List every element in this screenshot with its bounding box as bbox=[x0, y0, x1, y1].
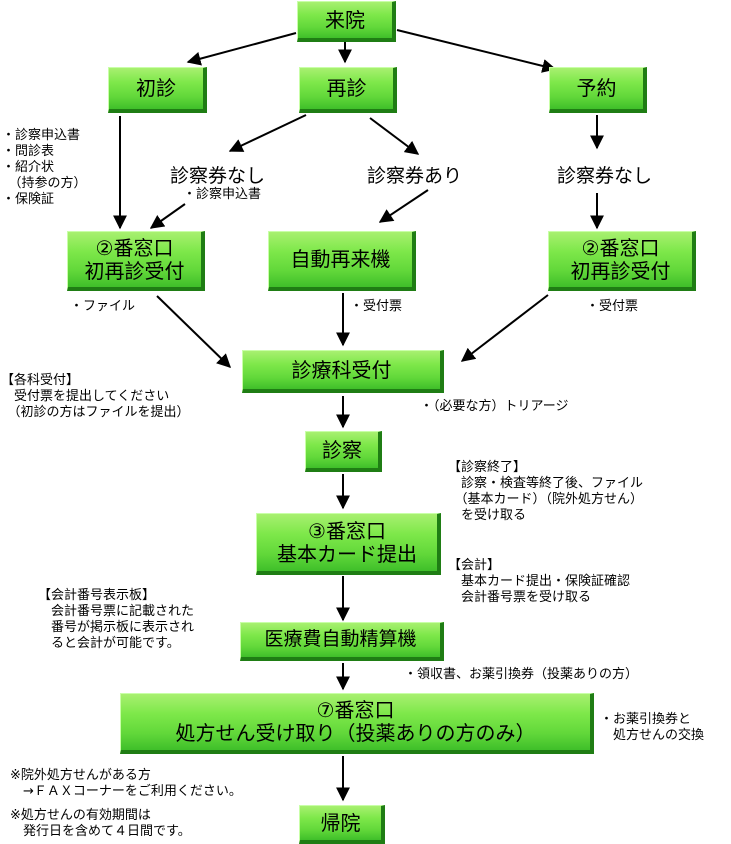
note-ingai-fax: ※院外処方せんがある方 →ＦＡＸコーナーをご利用ください。 bbox=[10, 768, 242, 800]
note-kakuka-uketsuke: 【各科受付】 受付票を提出してください （初診の方はファイルを提出） bbox=[1, 373, 190, 421]
arrow-kennashi-madoguchi2 bbox=[149, 203, 186, 229]
note-line: （初診の方はファイルを提出） bbox=[1, 405, 190, 420]
node-jidou-sairaiki: 自動再来機 bbox=[268, 231, 416, 291]
note-line: ・紹介状 bbox=[2, 160, 55, 175]
arrow-kenari-jidou bbox=[378, 189, 429, 223]
note-file: ・ファイル bbox=[70, 299, 136, 314]
note-ken-nashi-doc: ・診察申込書 bbox=[183, 187, 262, 202]
note-line: ・診察申込書 bbox=[2, 128, 81, 143]
label-ken-nashi-2: 診察券なし bbox=[557, 165, 653, 187]
node-shinryouka-uketsuke-label: 診療科受付 bbox=[291, 357, 392, 382]
note-line: （持参の方） bbox=[2, 176, 87, 191]
node-madoguchi2-right-line1: ②番窓口 bbox=[581, 235, 660, 260]
note-ryoushusho: ・領収書、お薬引換券（投薬ありの方） bbox=[404, 667, 639, 682]
node-madoguchi2-left-line1: ②番窓口 bbox=[95, 235, 174, 260]
node-saishin-label: 再診 bbox=[326, 76, 367, 100]
node-kiin: 帰院 bbox=[299, 805, 385, 844]
note-line: （基本カード）（院外処方せん） bbox=[448, 492, 644, 507]
note-line: 発行日を含めて４日間です。 bbox=[10, 824, 191, 839]
note-line: 診察・検査等終了後、ファイル bbox=[448, 476, 644, 491]
note-shinsatsu-shuuryou: 【診察終了】 診察・検査等終了後、ファイル （基本カード）（院外処方せん） を受… bbox=[448, 460, 643, 524]
note-yuukou-kikan: ※処方せんの有効期間は 発行日を含めて４日間です。 bbox=[10, 808, 191, 840]
note-uketsuke-hyo-1: ・受付票 bbox=[350, 299, 403, 314]
note-uketsuke-hyo-2: ・受付票 bbox=[586, 299, 639, 314]
node-kiin-label: 帰院 bbox=[320, 810, 361, 835]
note-triage: ・（必要な方）トリアージ bbox=[420, 399, 569, 414]
label-ken-nashi-1: 診察券なし bbox=[170, 165, 266, 187]
note-okusuri: ・お薬引換券と 処方せんの交換 bbox=[600, 712, 704, 744]
node-iryouhi-seisanki-label: 医療費自動精算機 bbox=[264, 628, 417, 651]
node-madoguchi3-line1: ③番窓口 bbox=[308, 518, 386, 543]
node-iryouhi-seisanki: 医療費自動精算機 bbox=[240, 622, 444, 661]
arrow-saishin-kennashi bbox=[228, 114, 307, 152]
note-line: ・問診表 bbox=[2, 144, 55, 159]
node-madoguchi3: ③番窓口 基本カード提出 bbox=[256, 513, 441, 575]
note-line: 【会計番号表示板】 bbox=[38, 588, 156, 603]
note-line: 基本カード提出・保険証確認 bbox=[448, 574, 631, 589]
note-line: ・お薬引換券と bbox=[600, 712, 692, 727]
note-line: 処方せんの交換 bbox=[600, 728, 705, 743]
node-shoshin: 初診 bbox=[108, 67, 207, 113]
node-shoshin-label: 初診 bbox=[136, 76, 176, 100]
note-kaikei-bangou: 【会計番号表示板】 会計番号票に記載された 番号が掲示板に表示され ると会計が可… bbox=[38, 588, 194, 652]
node-madoguchi2-right-line2: 初再診受付 bbox=[570, 258, 671, 283]
arrow-madoguchi2right-shinryouka bbox=[460, 294, 549, 362]
note-line: ※院外処方せんがある方 bbox=[10, 768, 151, 783]
note-line: 会計番号票を受け取る bbox=[448, 590, 592, 605]
note-line: ※処方せんの有効期間は bbox=[10, 808, 151, 823]
node-shinryouka-uketsuke: 診療科受付 bbox=[242, 350, 444, 393]
arrow-raiin-shoshin bbox=[186, 32, 297, 66]
note-line: 会計番号票に記載された bbox=[38, 604, 195, 619]
node-madoguchi2-left-line2: 初再診受付 bbox=[84, 258, 185, 283]
node-shinsatsu: 診察 bbox=[305, 431, 382, 472]
label-ken-ari: 診察券あり bbox=[367, 165, 463, 187]
note-kaikei: 【会計】 基本カード提出・保険証確認 会計番号票を受け取る bbox=[448, 558, 630, 606]
node-raiin: 来院 bbox=[297, 1, 396, 42]
node-jidou-sairaiki-label: 自動再来機 bbox=[290, 247, 391, 271]
arrow-saishin-kenari bbox=[369, 117, 420, 155]
note-line: ると会計が可能です。 bbox=[38, 636, 180, 651]
note-line: を受け取る bbox=[448, 508, 527, 523]
node-madoguchi2-left: ②番窓口 初再診受付 bbox=[67, 231, 205, 291]
node-madoguchi7: ⑦番窓口 処方せん受け取り（投薬ありの方のみ） bbox=[120, 693, 594, 754]
note-line: →ＦＡＸコーナーをご利用ください。 bbox=[10, 784, 242, 799]
node-madoguchi7-line2: 処方せん受け取り（投薬ありの方のみ） bbox=[175, 721, 536, 745]
note-line: ・保険証 bbox=[2, 192, 55, 207]
note-line: 【会計】 bbox=[448, 558, 501, 573]
node-madoguchi3-line2: 基本カード提出 bbox=[277, 541, 417, 566]
node-raiin-label: 来院 bbox=[325, 7, 365, 32]
node-madoguchi7-line1: ⑦番窓口 bbox=[316, 698, 395, 722]
node-yoyaku-label: 予約 bbox=[576, 76, 617, 100]
note-line: 番号が掲示板に表示され bbox=[38, 620, 195, 635]
arrow-raiin-yoyaku bbox=[396, 29, 557, 73]
node-yoyaku: 予約 bbox=[549, 67, 647, 113]
node-saishin: 再診 bbox=[299, 67, 397, 113]
arrow-madoguchi2-shinryouka bbox=[156, 295, 232, 368]
node-madoguchi2-right: ②番窓口 初再診受付 bbox=[548, 231, 696, 291]
note-line: 【各科受付】 bbox=[1, 373, 80, 388]
note-line: 【診察終了】 bbox=[448, 460, 527, 475]
note-line: 受付票を提出してください bbox=[1, 389, 170, 404]
note-shoshin-docs: ・診察申込書 ・問診表 ・紹介状 （持参の方） ・保険証 bbox=[2, 128, 87, 208]
node-shinsatsu-label: 診察 bbox=[322, 437, 362, 462]
